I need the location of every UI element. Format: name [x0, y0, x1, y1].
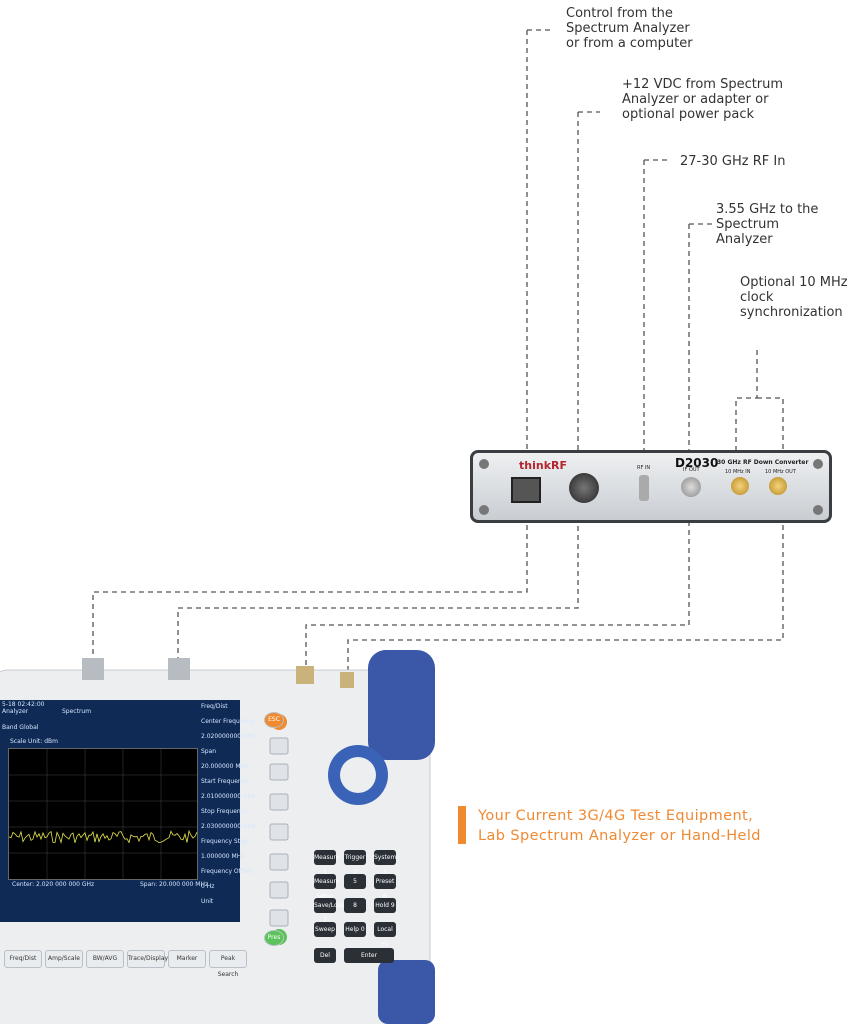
keypad-key[interactable]: Trigger 2: [344, 850, 366, 876]
side-menu-item: 20.000000 MHz: [201, 763, 249, 770]
analyzer-function-button[interactable]: Trace/Display: [127, 950, 168, 968]
enter-key[interactable]: Enter: [344, 948, 394, 963]
screw-icon: [813, 505, 823, 515]
center-label: Center: 2.020 000 000 GHz: [12, 881, 95, 888]
analyzer-function-button[interactable]: Freq/Dist: [4, 950, 42, 968]
side-menu-item: 2.030000000 GHz: [201, 823, 256, 830]
d2030-down-converter: thinkRF RF IN IF OUT D2030 30 GHz RF Dow…: [470, 450, 832, 523]
callout-rfin: 27-30 GHz RF In: [680, 154, 786, 169]
analyzer-function-button[interactable]: Amp/Scale: [45, 950, 83, 968]
side-menu-item: Frequency Offset: [201, 868, 252, 875]
power-connector: [569, 473, 599, 503]
side-menu-item: Span: [201, 748, 217, 755]
side-menu-item: Start Frequency: [201, 778, 249, 785]
ethernet-port: [511, 477, 541, 503]
screen-mode: Analyzer: [2, 708, 29, 715]
keypad-key[interactable]: Measure 1: [314, 850, 340, 876]
delete-key[interactable]: Del: [314, 948, 336, 963]
keypad-key[interactable]: Help 0: [344, 922, 366, 937]
subtitle-line-1: Your Current 3G/4G Test Equipment,: [478, 808, 754, 824]
subtitle-line-2: Lab Spectrum Analyzer or Hand-Held: [478, 828, 761, 844]
if-line-path: [305, 224, 690, 668]
screen-band: Band Global: [2, 724, 39, 731]
clock-out-port: [769, 477, 787, 495]
accent-bar: [458, 806, 466, 844]
screw-icon: [813, 459, 823, 469]
keypad-key[interactable]: Measure Setup 4: [314, 874, 340, 915]
keypad-key[interactable]: 8: [344, 898, 366, 913]
keypad-key[interactable]: System 3: [374, 850, 396, 876]
rf-in-port: [639, 475, 649, 501]
screw-icon: [479, 459, 489, 469]
rf-in-label: RF IN: [637, 465, 651, 471]
device-name: 30 GHz RF Down Converter: [717, 459, 809, 466]
side-menu-item: 2.020000000 GHz: [201, 733, 256, 740]
callout-control: Control from the Spectrum Analyzer or fr…: [566, 6, 693, 51]
scale-label: Scale Unit: dBm: [10, 738, 58, 745]
esc-button[interactable]: ESC: [264, 712, 284, 728]
side-menu-item: Stop Frequency: [201, 808, 248, 815]
analyzer-function-button[interactable]: Peak Search: [209, 950, 247, 978]
preset-button[interactable]: Pres: [264, 930, 284, 946]
side-menu-item: 1.000000 MHz: [201, 853, 245, 860]
keypad-key[interactable]: Save/Load 7: [314, 898, 345, 924]
analyzer-function-button[interactable]: Marker: [168, 950, 206, 968]
side-menu-item: 0 Hz: [201, 883, 215, 890]
keypad-key[interactable]: Hold 9: [374, 898, 396, 913]
keypad-key[interactable]: Preset 6: [374, 874, 396, 900]
side-menu-item: 2.010000000 GHz: [201, 793, 256, 800]
callout-clock: Optional 10 MHz clock synchronization: [740, 275, 848, 320]
screw-icon: [479, 505, 489, 515]
clock-in-label: 10 MHz IN: [725, 469, 751, 475]
keypad-key[interactable]: Sweep: [314, 922, 336, 937]
keypad-key[interactable]: 5: [344, 874, 366, 889]
clock-in-port: [731, 477, 749, 495]
analyzer-function-button[interactable]: BW/AVG: [86, 950, 124, 968]
clock-out-label: 10 MHz OUT: [765, 469, 796, 475]
side-menu-item: Frequency Step: [201, 838, 248, 845]
screen-time: 5-18 02:42:00: [2, 701, 45, 708]
analyzer-screen: 5-18 02:42:00 Spectrum Analyzer Band Glo…: [0, 700, 255, 922]
device-model: D2030: [675, 456, 719, 470]
clock-line-b: [347, 397, 784, 678]
callout-power: +12 VDC from Spectrum Analyzer or adapte…: [622, 77, 784, 122]
if-out-label: IF OUT: [683, 467, 700, 473]
control-line-path: [92, 30, 528, 660]
span-label: Span: 20.000 000 MHz: [140, 881, 209, 888]
subtitle: Your Current 3G/4G Test Equipment, Lab S…: [478, 806, 761, 846]
brand-logo: thinkRF: [519, 459, 567, 472]
keypad-key[interactable]: Local +/-: [374, 922, 396, 948]
spectrum-trace: [8, 829, 198, 845]
plot-area: [8, 748, 198, 880]
if-out-port: [681, 477, 701, 497]
power-line-path: [177, 112, 579, 660]
side-menu-item: Freq/Dist: [201, 703, 228, 710]
screen-title: Spectrum: [62, 708, 92, 715]
side-menu-item: Unit: [201, 898, 214, 905]
callout-if: 3.55 GHz to the Spectrum Analyzer: [716, 202, 819, 247]
side-menu-item: Center Frequency: [201, 718, 255, 725]
trace-svg: [8, 749, 198, 879]
clock-line-a: [735, 350, 758, 470]
